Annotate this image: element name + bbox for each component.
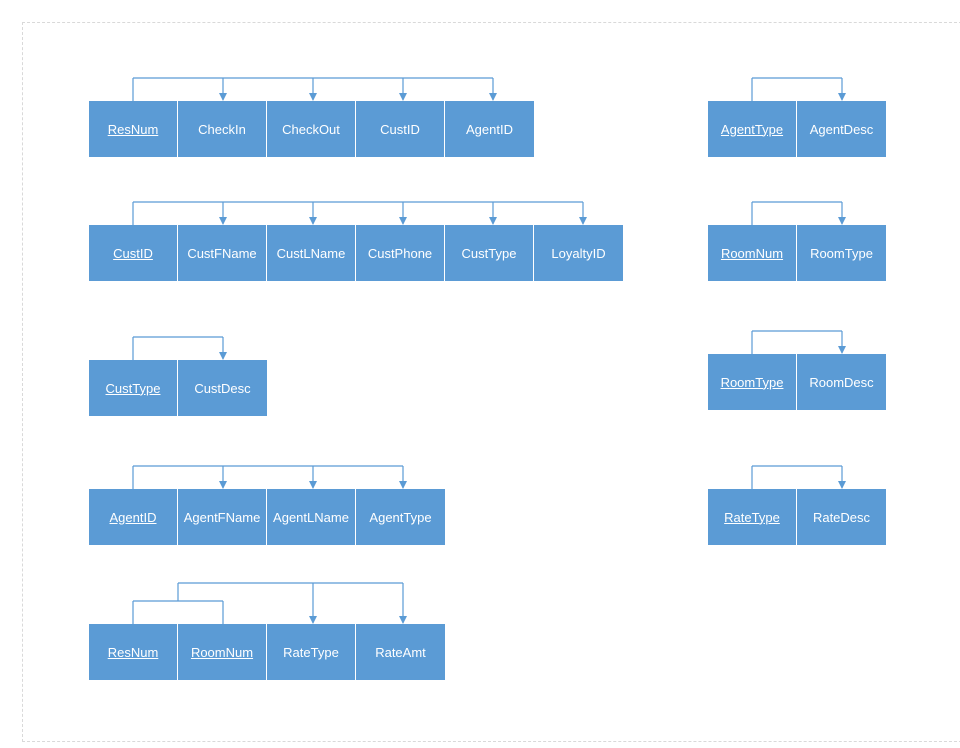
cell-checkin[interactable]: CheckIn (178, 101, 267, 157)
cell-roomnum[interactable]: RoomNum (708, 225, 797, 281)
cell-checkout[interactable]: CheckOut (267, 101, 356, 157)
table-room-type: RoomType RoomDesc (708, 354, 886, 410)
cell-ratedesc[interactable]: RateDesc (797, 489, 886, 545)
table-customer: CustID CustFName CustLName CustPhone Cus… (89, 225, 623, 281)
table-reservation-room: ResNum RoomNum RateType RateAmt (89, 624, 445, 680)
cell-roomtype[interactable]: RoomType (708, 354, 797, 410)
cell-custdesc[interactable]: CustDesc (178, 360, 267, 416)
table-cust-type: CustType CustDesc (89, 360, 267, 416)
cell-custid[interactable]: CustID (89, 225, 178, 281)
cell-agenttype[interactable]: AgentType (356, 489, 445, 545)
cell-agentid[interactable]: AgentID (445, 101, 534, 157)
cell-rateamt[interactable]: RateAmt (356, 624, 445, 680)
cell-agentdesc[interactable]: AgentDesc (797, 101, 886, 157)
cell-agentlname[interactable]: AgentLName (267, 489, 356, 545)
cell-roomtype[interactable]: RoomType (797, 225, 886, 281)
cell-custtype[interactable]: CustType (445, 225, 534, 281)
table-reservation: ResNum CheckIn CheckOut CustID AgentID (89, 101, 534, 157)
cell-agentid[interactable]: AgentID (89, 489, 178, 545)
table-room: RoomNum RoomType (708, 225, 886, 281)
page-border (22, 22, 960, 742)
cell-ratetype[interactable]: RateType (267, 624, 356, 680)
cell-custlname[interactable]: CustLName (267, 225, 356, 281)
table-rate-type: RateType RateDesc (708, 489, 886, 545)
cell-custtype[interactable]: CustType (89, 360, 178, 416)
cell-resnum[interactable]: ResNum (89, 101, 178, 157)
cell-resnum[interactable]: ResNum (89, 624, 178, 680)
cell-roomnum[interactable]: RoomNum (178, 624, 267, 680)
table-agent-type: AgentType AgentDesc (708, 101, 886, 157)
cell-ratetype[interactable]: RateType (708, 489, 797, 545)
cell-loyaltyid[interactable]: LoyaltyID (534, 225, 623, 281)
cell-custfname[interactable]: CustFName (178, 225, 267, 281)
cell-custphone[interactable]: CustPhone (356, 225, 445, 281)
cell-custid[interactable]: CustID (356, 101, 445, 157)
cell-agentfname[interactable]: AgentFName (178, 489, 267, 545)
table-agent: AgentID AgentFName AgentLName AgentType (89, 489, 445, 545)
cell-roomdesc[interactable]: RoomDesc (797, 354, 886, 410)
cell-agenttype[interactable]: AgentType (708, 101, 797, 157)
